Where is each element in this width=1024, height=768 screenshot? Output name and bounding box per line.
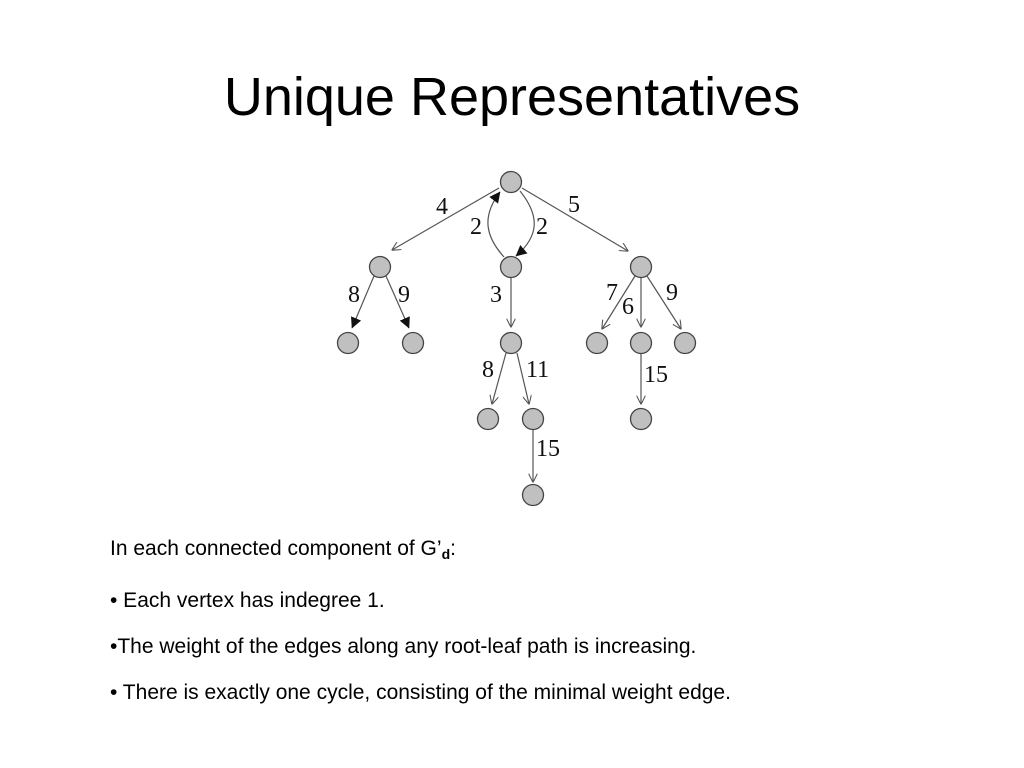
node-right-leaf-3 bbox=[673, 331, 697, 355]
body-text: In each connected component of G’d: • Ea… bbox=[110, 534, 990, 724]
edge-label: 15 bbox=[644, 362, 668, 388]
node-mid-3 bbox=[521, 407, 545, 431]
edge-root-left bbox=[392, 187, 500, 250]
edge-label: 2 bbox=[536, 214, 548, 240]
edge-label: 3 bbox=[490, 282, 502, 308]
node-root bbox=[499, 170, 523, 194]
bullet-item: • Each vertex has indegree 1. bbox=[110, 589, 385, 612]
node-right-mid-2 bbox=[629, 331, 653, 355]
edge-label: 9 bbox=[666, 280, 678, 306]
node-mid bbox=[499, 255, 523, 279]
edge-left-left bbox=[351, 275, 375, 329]
subscript-d: d bbox=[441, 546, 451, 562]
edge-label: 8 bbox=[482, 357, 494, 383]
graph-diagram: 4 5 2 2 8 9 3 7 6 9 8 11 15 15 bbox=[336, 170, 697, 507]
edge-right-left bbox=[602, 275, 636, 329]
edge-cycle-down bbox=[515, 190, 535, 257]
bullet-item: • There is exactly one cycle, consisting… bbox=[110, 681, 731, 704]
node-mid-4 bbox=[521, 483, 545, 507]
node-mid2-leaf bbox=[476, 407, 500, 431]
slide-title: Unique Representatives bbox=[223, 67, 801, 127]
intro-line: In each connected component of G’d: bbox=[110, 537, 456, 562]
edge-mid2-right bbox=[516, 352, 529, 404]
node-right bbox=[629, 255, 653, 279]
edge-label: 4 bbox=[436, 194, 448, 220]
node-left-leaf-2 bbox=[401, 331, 425, 355]
edge-label: 15 bbox=[536, 436, 560, 462]
node-left bbox=[368, 255, 392, 279]
edge-cycle-up bbox=[487, 191, 505, 258]
edge-mid2-left bbox=[492, 352, 507, 404]
edge-left-right bbox=[385, 275, 410, 329]
edge-label: 8 bbox=[348, 282, 360, 308]
node-right-leaf-1 bbox=[585, 331, 609, 355]
edge-label: 9 bbox=[398, 282, 410, 308]
edge-label: 7 bbox=[606, 280, 618, 306]
node-right-mid-3 bbox=[629, 407, 653, 431]
edge-right-right bbox=[646, 275, 681, 329]
edge-label: 2 bbox=[470, 214, 482, 240]
edge-label: 6 bbox=[622, 294, 634, 320]
edge-root-right bbox=[521, 187, 628, 251]
node-left-leaf-1 bbox=[336, 331, 360, 355]
bullet-item: •The weight of the edges along any root-… bbox=[110, 635, 697, 658]
edge-label: 5 bbox=[568, 192, 580, 218]
edge-label: 11 bbox=[526, 357, 549, 383]
node-mid-2 bbox=[499, 331, 523, 355]
